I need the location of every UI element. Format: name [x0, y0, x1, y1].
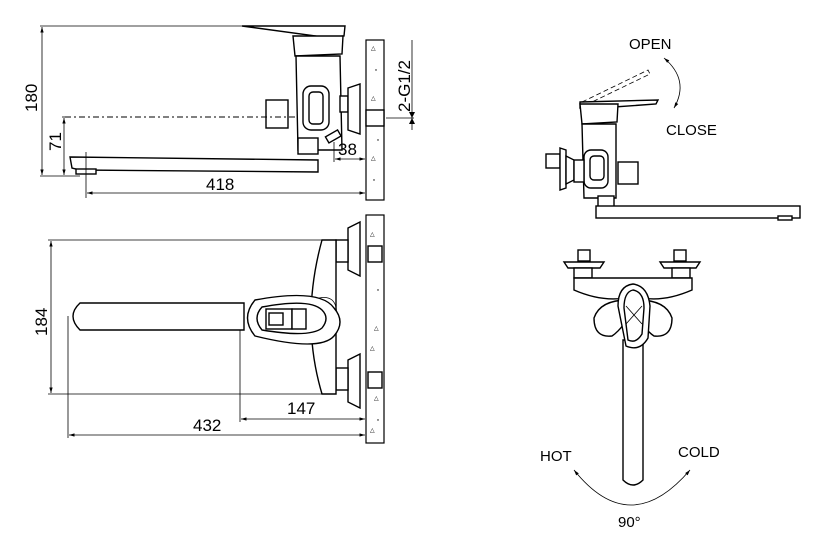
connector-upper	[367, 245, 383, 263]
spout-top	[72, 302, 245, 331]
svg-text:△: △	[370, 232, 375, 238]
svg-text:△: △	[370, 428, 375, 434]
dim-width: 184	[32, 308, 51, 336]
dim-height-total: 180	[22, 84, 41, 112]
svg-text:△: △	[374, 326, 379, 332]
diverter-knob	[265, 99, 289, 129]
dim-body-depth: 147	[287, 399, 315, 418]
svg-text:△: △	[370, 346, 375, 352]
label-close: CLOSE	[666, 122, 717, 139]
connector-op	[545, 153, 561, 169]
operation-view: OPEN CLOSE	[545, 36, 801, 221]
rotation-arrow	[573, 469, 691, 506]
diverter-knob-op	[617, 161, 639, 185]
lever-cap	[292, 35, 344, 57]
svg-text:△: △	[374, 396, 379, 402]
wall-hatch: △	[371, 156, 376, 162]
wall-hatch: △	[371, 46, 376, 52]
label-open: OPEN	[629, 36, 672, 53]
wall-connector	[365, 109, 385, 127]
spout	[69, 156, 319, 173]
open-close-arrow	[663, 57, 681, 109]
top-view: △ △ △ △ △ 184 432	[32, 214, 385, 444]
lever-open-position	[581, 69, 651, 103]
dim-wall-offset: 38	[338, 140, 357, 159]
label-cold: COLD	[678, 444, 720, 461]
spout-op	[595, 205, 801, 219]
lever-center-position	[617, 283, 651, 349]
rotation-view: HOT COLD 90°	[540, 249, 720, 531]
wall-flange-lower	[347, 352, 361, 410]
side-view: △ △ △ 180	[22, 25, 415, 201]
label-hot: HOT	[540, 448, 572, 465]
lever-insert	[268, 312, 284, 326]
nut-lower	[335, 367, 349, 391]
dim-spout-height: 71	[46, 132, 65, 151]
wall-hatch: △	[371, 96, 376, 102]
label-rotation-angle: 90°	[618, 514, 641, 531]
connector-lower	[367, 371, 383, 389]
dim-connection-thread: 2-G1/2	[395, 60, 414, 112]
dim-spout-reach: 418	[206, 175, 234, 194]
dim-total-reach: 432	[193, 416, 221, 435]
spout-coupling	[297, 137, 319, 155]
spout-front	[622, 339, 644, 486]
wall-flange	[347, 83, 361, 135]
nut-upper	[335, 239, 349, 263]
wall-flange-upper	[347, 220, 361, 278]
